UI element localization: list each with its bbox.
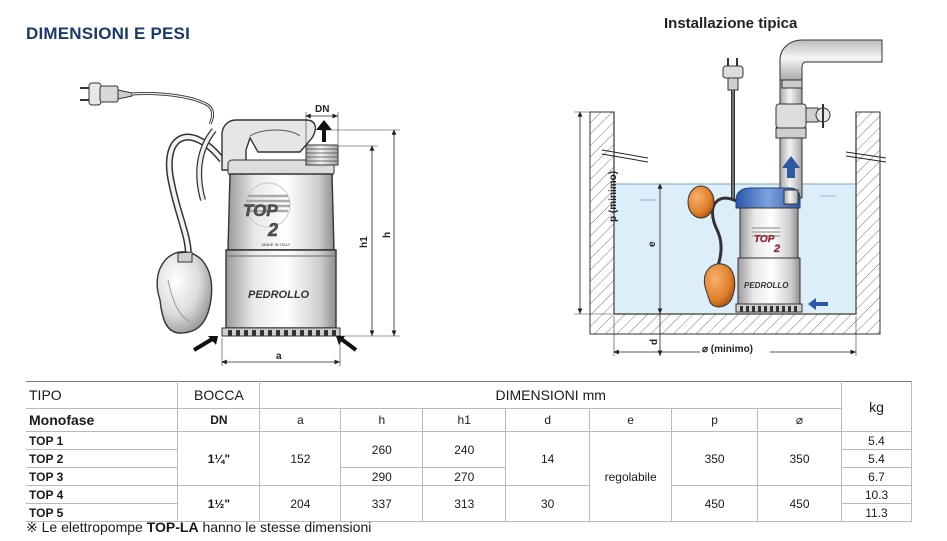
dim-e-label: e — [647, 241, 658, 247]
h-value: 337 — [340, 485, 424, 522]
e-value: regolabile — [589, 431, 673, 522]
header-col-d: d — [505, 408, 591, 432]
kg-value: 10.3 — [840, 485, 913, 504]
table-row: TOP 4 1½" 204 337 313 30 450 450 10.3 — [26, 485, 913, 522]
pump-drawing: TOP 2 MADE IN ITALY PEDROLLO DN h1 — [80, 82, 400, 366]
header-col-e: e — [589, 408, 673, 432]
section-title: DIMENSIONI E PESI — [26, 24, 190, 43]
header-dimensioni: DIMENSIONI mm — [259, 381, 842, 409]
pump-brand: PEDROLLO — [248, 289, 310, 301]
footnote-model: TOP-LA — [146, 519, 199, 535]
footnote-prefix: ※ Le elettropompe — [26, 519, 147, 535]
footnote-suffix: hanno le stesse dimensioni — [198, 519, 372, 535]
install-plug-icon — [722, 58, 744, 91]
drawings-canvas: TOP 2 MADE IN ITALY PEDROLLO DN h1 — [80, 39, 887, 366]
p-value: 350 — [671, 431, 759, 486]
p-value: 450 — [671, 485, 759, 522]
row-name: TOP 1 — [26, 431, 179, 450]
footnote: ※ Le elettropompe TOP-LA hanno le stesse… — [26, 519, 371, 536]
d-value: 30 — [505, 485, 591, 522]
header-col-a: a — [259, 408, 342, 432]
header-dn: DN — [177, 408, 261, 432]
h1-value: 313 — [422, 485, 507, 522]
dim-h1-label: h1 — [359, 236, 370, 248]
table-row: TOP 5 11.3 — [26, 503, 913, 522]
installation-title: Installazione tipica — [664, 15, 798, 32]
dn-value: 1¼" — [177, 431, 261, 486]
table-row: TOP 2 5.4 — [26, 449, 913, 468]
h1-value: 270 — [422, 467, 507, 486]
install-logo-top: TOP — [754, 234, 775, 245]
row-name: TOP 2 — [26, 449, 179, 468]
h-value: 290 — [340, 467, 424, 486]
a-value: 152 — [259, 431, 342, 486]
top2-logo: TOP 2 MADE IN ITALY — [243, 182, 291, 247]
h-value: 260 — [340, 431, 424, 468]
installation-drawing: TOP 2 PEDROLLO p (minimo) e d ⌀ (minimo) — [574, 39, 887, 356]
plug-icon — [80, 82, 133, 106]
a-value: 204 — [259, 485, 342, 522]
row-name: TOP 5 — [26, 503, 179, 522]
dimensions-table: TIPO BOCCA DIMENSIONI mm kg Monofase DN … — [26, 381, 913, 522]
kg-value: 6.7 — [840, 467, 913, 486]
dim-d-label: d — [649, 339, 660, 345]
d-value: 14 — [505, 431, 591, 486]
pump-logo-number: 2 — [267, 220, 278, 240]
kg-value: 5.4 — [840, 431, 913, 450]
table-row: TOP 3 290 270 6.7 — [26, 467, 913, 486]
header-col-h: h — [340, 408, 424, 432]
dim-dn-label: DN — [315, 104, 329, 115]
header-bocca: BOCCA — [177, 381, 261, 409]
dn-value: 1½" — [177, 485, 261, 522]
header-col-h1: h1 — [422, 408, 507, 432]
h1-value: 240 — [422, 431, 507, 468]
dim-h-label: h — [382, 232, 393, 238]
header-col-p: p — [671, 408, 759, 432]
header-col-diam: ⌀ — [757, 408, 842, 432]
kg-value: 5.4 — [840, 449, 913, 468]
dim-diameter-label: ⌀ (minimo) — [702, 344, 753, 355]
pump-logo-sub: MADE IN ITALY — [262, 242, 291, 247]
float-switch — [156, 251, 213, 334]
install-logo-number: 2 — [773, 243, 780, 255]
table-row: TOP 1 1¼" 152 260 240 14 regolabile 350 … — [26, 431, 913, 522]
row-name: TOP 3 — [26, 467, 179, 486]
kg-value: 11.3 — [840, 503, 913, 522]
dim-a-label: a — [276, 351, 282, 362]
dim-p-label: p (minimo) — [608, 171, 619, 222]
header-monofase: Monofase — [26, 408, 179, 432]
install-brand: PEDROLLO — [744, 281, 789, 290]
header-kg: kg — [840, 381, 913, 432]
row-name: TOP 4 — [26, 485, 179, 504]
diam-value: 350 — [757, 431, 842, 486]
header-tipo: TIPO — [26, 381, 179, 409]
diam-value: 450 — [757, 485, 842, 522]
pump-logo-top: TOP — [243, 201, 278, 220]
